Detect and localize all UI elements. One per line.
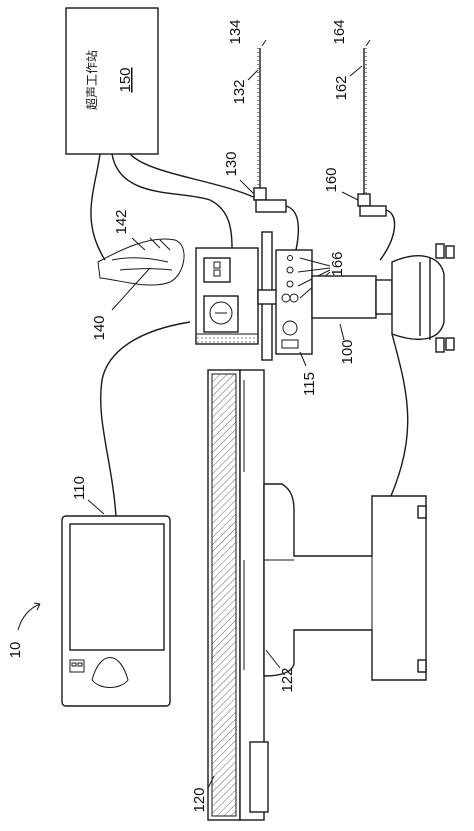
- label-probe: 142: [113, 209, 130, 234]
- system-arrow: [17, 603, 41, 631]
- label-system: 10: [7, 642, 24, 659]
- robot-column: [311, 243, 455, 353]
- ultrasound-workstation: 超声工作站 150: [65, 7, 159, 155]
- label-workstation: 150: [117, 67, 134, 92]
- patient-table: [207, 369, 269, 821]
- robot-console: [275, 249, 313, 355]
- workstation-cables: [90, 153, 261, 261]
- label-probe-holder-2: 160: [323, 167, 340, 192]
- table-base: [263, 483, 427, 681]
- needle-assembly-2: [357, 39, 396, 261]
- workstation-name: 超声工作站: [84, 50, 99, 110]
- label-needle-1: 132: [231, 79, 248, 104]
- label-robot: 100: [339, 339, 356, 364]
- monitor: [61, 515, 171, 707]
- label-table: 120: [191, 787, 208, 812]
- label-probe-holder-1: 130: [223, 151, 240, 176]
- label-table-base: 122: [279, 667, 296, 692]
- label-needle-2: 162: [333, 75, 350, 100]
- needle-assembly-1: [253, 39, 299, 251]
- label-robot-console: 115: [301, 372, 318, 396]
- label-probe-cable: 140: [91, 315, 108, 340]
- robot-shaft: [257, 289, 279, 305]
- robot-cable: [379, 333, 409, 521]
- label-needle-tip-2: 164: [331, 19, 348, 44]
- label-needle-tip-1: 134: [227, 19, 244, 44]
- monitor-cable: [99, 321, 191, 517]
- ultrasound-probe: [97, 237, 185, 286]
- label-controls: 166: [329, 251, 346, 276]
- robot-control-unit: [195, 247, 259, 345]
- label-monitor: 110: [71, 476, 88, 500]
